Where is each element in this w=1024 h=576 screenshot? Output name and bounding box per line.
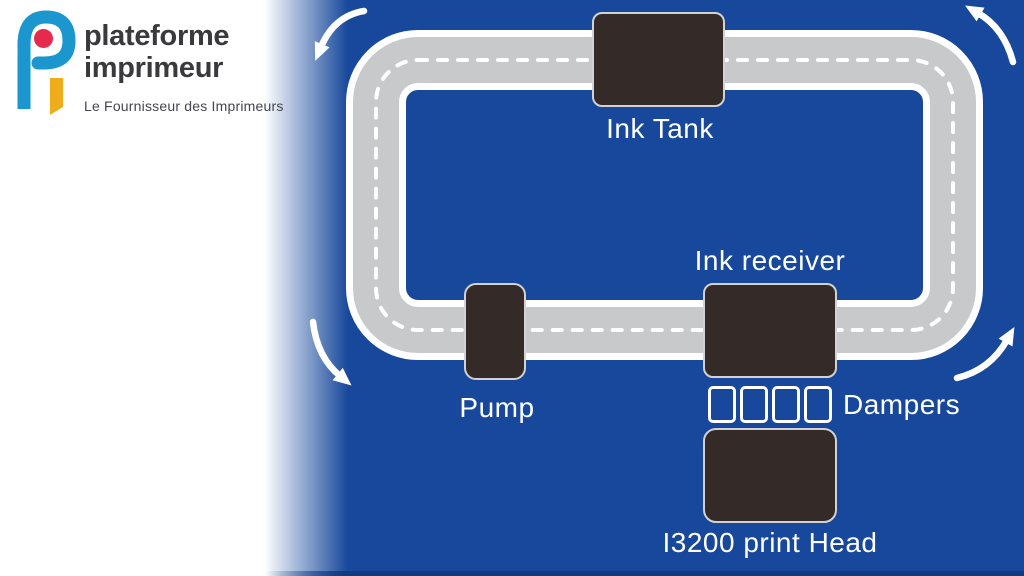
print-head-label: I3200 print Head xyxy=(662,527,878,558)
ink-tank-label: Ink Tank xyxy=(606,113,714,144)
flow-arrow-bottom-left-icon xyxy=(309,318,352,386)
dampers-label: Dampers xyxy=(843,389,961,420)
flow-arrow-bottom-right-icon xyxy=(953,326,1015,382)
ink-receiver-box xyxy=(703,283,837,378)
pump-label: Pump xyxy=(459,392,535,423)
bottom-accent-strip xyxy=(0,571,1024,576)
logo-bar-icon xyxy=(50,78,63,115)
logo-p-icon xyxy=(17,10,76,115)
damper-square xyxy=(804,386,832,423)
brand-tagline: Le Fournisseur des Imprimeurs xyxy=(84,97,284,114)
logo-dot-icon xyxy=(34,29,53,48)
brand-name-line1: plateforme xyxy=(84,20,230,52)
flow-arrow-top-left-icon xyxy=(314,7,368,61)
flow-arrow-top-right-icon xyxy=(965,5,1017,66)
damper-square xyxy=(708,386,736,423)
damper-square xyxy=(740,386,768,423)
print-head-box xyxy=(703,428,837,523)
ink-receiver-label: Ink receiver xyxy=(694,245,846,276)
dampers-row xyxy=(708,386,832,423)
damper-square xyxy=(772,386,800,423)
brand-name-line2: imprimeur xyxy=(84,52,224,85)
ink-tank-box xyxy=(592,12,725,107)
pump-box xyxy=(464,283,526,380)
